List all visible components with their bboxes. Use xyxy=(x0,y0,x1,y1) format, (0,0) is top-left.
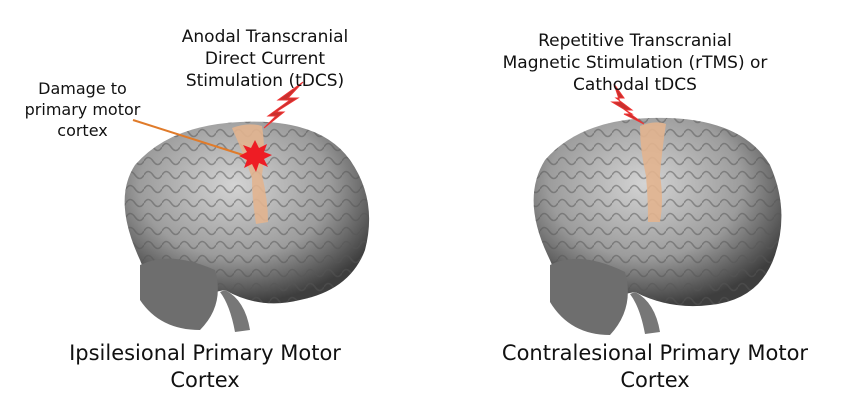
label-line: Damage to xyxy=(38,79,127,98)
title-line: Cortex xyxy=(620,368,690,392)
label-line: cortex xyxy=(57,121,108,140)
label-line: Repetitive Transcranial xyxy=(538,31,732,51)
right-lightning-icon xyxy=(610,83,645,125)
damage-label: Damage to primary motor cortex xyxy=(10,78,155,141)
damage-arrow xyxy=(132,119,244,156)
label-line: Stimulation (tDCS) xyxy=(185,71,345,91)
label-line: Cathodal tDCS xyxy=(573,75,697,95)
right-stimulation-label: Repetitive Transcranial Magnetic Stimula… xyxy=(485,30,785,96)
label-line: Anodal Transcranial xyxy=(181,27,349,47)
label-line: Direct Current xyxy=(204,49,326,69)
title-line: Cortex xyxy=(170,368,240,392)
right-brainstem xyxy=(630,292,660,334)
right-brain xyxy=(533,83,782,335)
left-brainstem xyxy=(220,290,250,332)
label-line: Magnetic Stimulation (rTMS) or xyxy=(502,53,768,73)
left-brain xyxy=(124,81,370,332)
title-line: Ipsilesional Primary Motor xyxy=(69,341,341,365)
right-motor-strip xyxy=(640,122,666,222)
left-cerebellum xyxy=(140,258,218,330)
damage-starburst-icon xyxy=(239,140,272,172)
label-line: primary motor xyxy=(24,100,141,119)
left-lightning-icon xyxy=(263,81,304,129)
left-panel-title: Ipsilesional Primary Motor Cortex xyxy=(40,340,370,394)
right-panel-title: Contralesional Primary Motor Cortex xyxy=(480,340,830,394)
left-stimulation-label: Anodal Transcranial Direct Current Stimu… xyxy=(160,26,370,92)
right-cerebellum xyxy=(550,258,628,335)
title-line: Contralesional Primary Motor xyxy=(501,341,809,365)
